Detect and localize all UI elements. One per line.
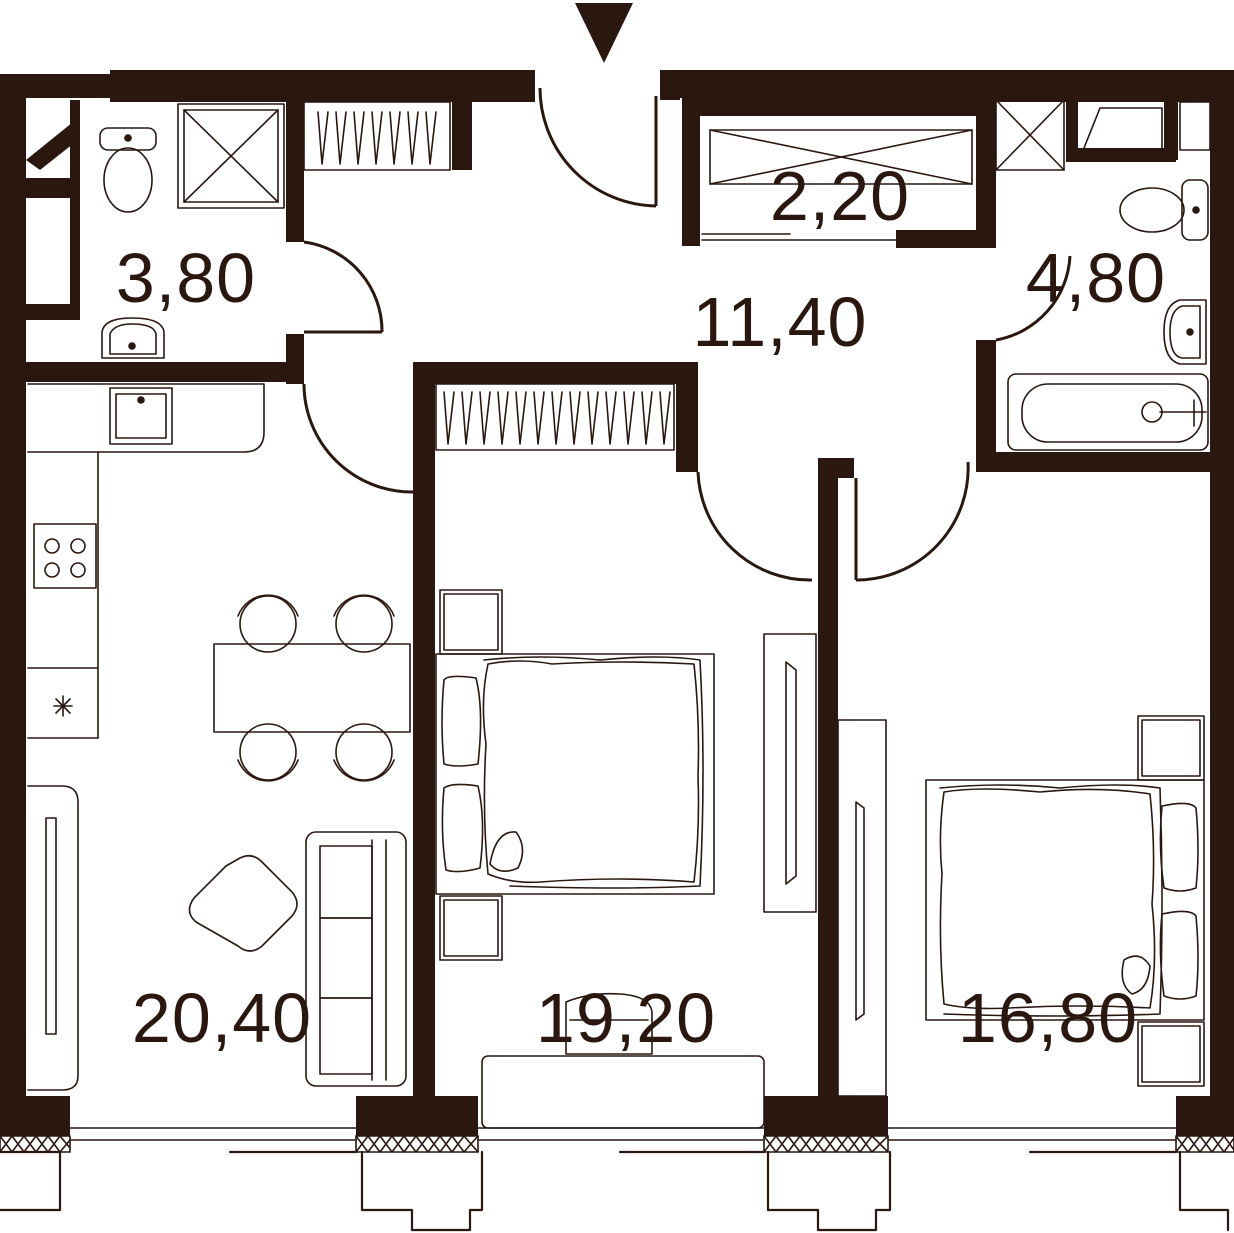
area-labels: 3,80 2,20 11,40 4,80 20,40 19,20 16,80 <box>116 157 1166 1057</box>
entrance-arrow-icon <box>575 3 633 63</box>
sofa <box>305 831 407 1087</box>
area-bathroom-2: 4,80 <box>1026 239 1166 317</box>
area-bathroom-1: 3,80 <box>116 239 256 317</box>
kitchen-fixtures <box>27 383 265 739</box>
outer-walls <box>0 70 1234 1136</box>
tv-unit-living <box>27 785 79 1091</box>
area-hallway: 11,40 <box>693 283 868 361</box>
bed-1 <box>435 589 715 961</box>
doors <box>302 87 1072 582</box>
window-strip <box>0 1127 1234 1232</box>
area-kitchen-living: 20,40 <box>132 979 312 1057</box>
area-bedroom-1: 19,20 <box>536 979 716 1057</box>
closet-shelving <box>701 129 973 241</box>
bathroom-1-fixtures <box>99 103 285 359</box>
interior-walls <box>26 74 1210 1100</box>
wardrobe-bedroom-2 <box>837 719 887 1097</box>
wardrobe-bedroom-1 <box>435 383 675 451</box>
dining-set <box>213 594 411 782</box>
area-bedroom-2: 16,80 <box>958 979 1138 1057</box>
wardrobe-entry <box>303 101 451 171</box>
area-closet: 2,20 <box>770 157 910 235</box>
bathroom-2-fixtures <box>995 99 1211 451</box>
coffee-table <box>188 854 298 952</box>
bed-2 <box>925 715 1205 1087</box>
desk-bedroom-1 <box>481 992 765 1129</box>
tv-unit-bedroom-1 <box>763 633 817 913</box>
